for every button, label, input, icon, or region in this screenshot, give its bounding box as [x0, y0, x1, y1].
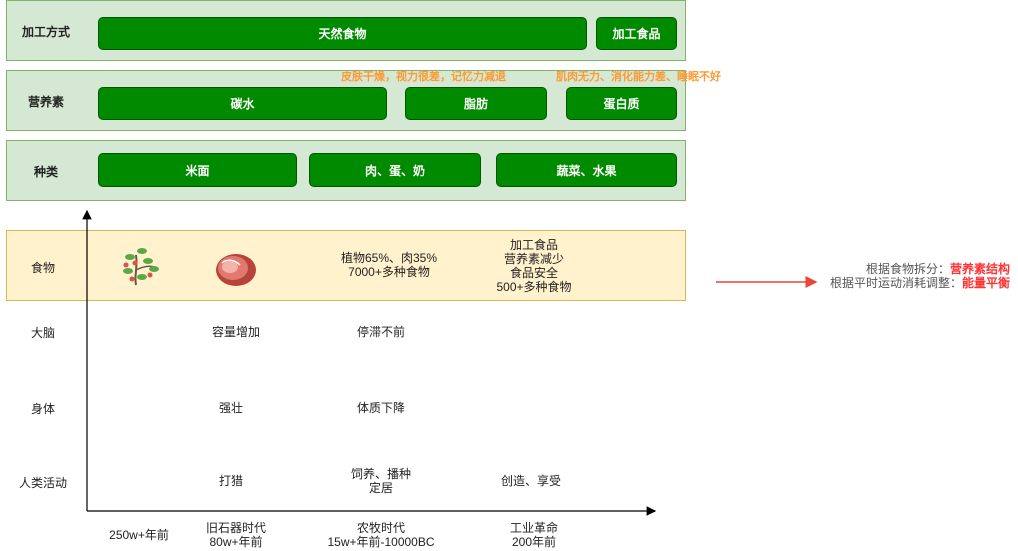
timeline-paleo-name: 旧石器时代 [205, 521, 266, 535]
food-row-band [6, 230, 686, 301]
activity-agri-line1: 饲养、播种 [350, 467, 411, 481]
conclusion-line2-prefix: 根据平时运动消耗调整： [829, 276, 962, 290]
food-agri-line1: 植物65%、肉35% [340, 251, 438, 265]
conclusion-line-1: 根据食物拆分：营养素结构 [820, 262, 1010, 276]
food-ind-line2: 营养素减少 [503, 252, 564, 266]
conclusion-note: 根据食物拆分：营养素结构 根据平时运动消耗调整：能量平衡 [820, 262, 1010, 290]
activity-cell-paleolithic: 打猎 [218, 474, 243, 488]
food-ind-line4: 500+多种食物 [496, 280, 572, 294]
conclusion-line2-highlight: 能量平衡 [961, 276, 1010, 290]
timeline-paleo-date: 80w+年前 [209, 535, 263, 549]
body-cell-paleolithic: 强壮 [218, 401, 243, 415]
timeline-agri-date: 15w+年前-10000BC [327, 535, 435, 549]
brain-cell-paleolithic: 容量增加 [211, 325, 260, 339]
berry-plant-icon [123, 248, 159, 286]
timeline-ind-date: 200年前 [511, 535, 557, 549]
protein-box: 蛋白质 [566, 87, 677, 120]
nutrients-label: 营养素 [27, 95, 64, 109]
timeline-ind-name: 工业革命 [509, 521, 558, 535]
veg-fruit-box: 蔬菜、水果 [496, 153, 677, 187]
protein-deficiency-note: 肌肉无力、消化能力差、睡眠不好 [556, 71, 721, 83]
carb-box: 碳水 [98, 87, 387, 120]
conclusion-line1-prefix: 根据食物拆分： [865, 262, 950, 276]
processed-food-box: 加工食品 [596, 17, 677, 50]
timeline-industrial: 工业革命 200年前 [494, 521, 574, 549]
carb-deficiency-note: 皮肤干燥，视力很差，记忆力减退 [341, 71, 506, 83]
timeline-agricultural: 农牧时代 15w+年前-10000BC [316, 521, 446, 549]
meat-egg-milk-box: 肉、蛋、奶 [309, 153, 481, 187]
processing-label: 加工方式 [21, 25, 70, 39]
grain-box: 米面 [98, 153, 297, 187]
types-label: 种类 [33, 165, 58, 179]
row-label-brain: 大脑 [30, 326, 55, 340]
fat-box: 脂肪 [405, 87, 547, 120]
ham-meat-icon [216, 254, 256, 286]
timeline-agri-name: 农牧时代 [356, 521, 405, 535]
activity-agri-line2: 定居 [368, 481, 393, 495]
row-label-body: 身体 [30, 402, 55, 416]
food-cell-industrial: 加工食品 营养素减少 食品安全 500+多种食物 [484, 238, 584, 294]
row-label-food: 食物 [30, 261, 55, 275]
food-ind-line3: 食品安全 [509, 266, 558, 280]
food-agri-line2: 7000+多种食物 [348, 265, 430, 279]
row-label-activity: 人类活动 [18, 476, 67, 490]
timeline-paleolithic: 旧石器时代 80w+年前 [196, 521, 276, 549]
timeline-t0: 250w+年前 [109, 528, 169, 542]
conclusion-line1-highlight: 营养素结构 [949, 262, 1010, 276]
activity-cell-agricultural: 饲养、播种 定居 [341, 467, 421, 495]
body-cell-agricultural: 体质下降 [356, 401, 405, 415]
food-cell-agricultural: 植物65%、肉35% 7000+多种食物 [339, 251, 439, 279]
conclusion-line-2: 根据平时运动消耗调整：能量平衡 [820, 276, 1010, 290]
brain-cell-agricultural: 停滞不前 [356, 325, 405, 339]
food-ind-line1: 加工食品 [509, 238, 558, 252]
natural-food-box: 天然食物 [98, 17, 587, 50]
activity-cell-industrial: 创造、享受 [500, 474, 561, 488]
